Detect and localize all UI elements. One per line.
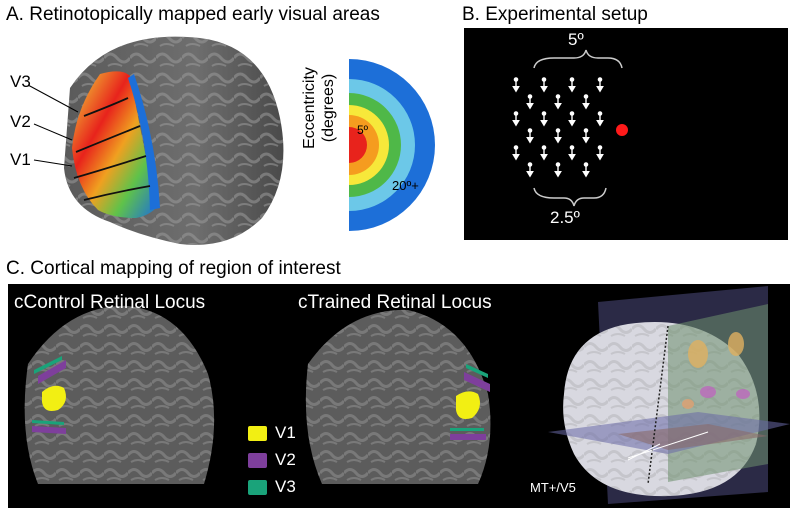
motion-dot [512, 145, 520, 161]
setup-svg [512, 49, 628, 207]
motion-dot [526, 94, 534, 110]
panel-a-figure: V3 V2 V1 Eccentricity (degrees) 5º 20º+ [0, 28, 455, 250]
area-label-v2: V2 [10, 112, 31, 131]
moving-dot-field [512, 77, 604, 178]
legend-swatch [248, 452, 267, 468]
ecc-axis-line2: (degrees) [320, 73, 337, 143]
legend-item-v3: V3 [248, 477, 296, 497]
motion-dot [512, 77, 520, 93]
motion-dot [554, 162, 562, 178]
fixation-dot [616, 124, 628, 136]
distance-label: 5º [568, 30, 584, 49]
legend-label: V2 [275, 450, 296, 469]
motion-dot [568, 111, 576, 127]
legend-label: V1 [275, 423, 296, 442]
motion-dot [568, 77, 576, 93]
motion-dot [554, 94, 562, 110]
3d-brain-render [548, 286, 790, 504]
ecc-outer-label: 20º+ [392, 178, 419, 193]
motion-dot [526, 162, 534, 178]
retinotopy-patch [72, 71, 156, 218]
ecc-inner-label: 5º [357, 123, 369, 137]
legend-swatch [248, 479, 267, 495]
motion-dot [582, 94, 590, 110]
panel-b-figure: 5º 2.5º [464, 28, 788, 240]
panel-b-title: B. Experimental setup [462, 4, 648, 25]
motion-dot [554, 128, 562, 144]
trained-locus-title: cTrained Retinal Locus [298, 292, 492, 313]
retinotopy-svg [27, 36, 435, 245]
mt-v5-label: MT+/V5 [530, 480, 576, 495]
motion-dot [540, 77, 548, 93]
stimulus-size-label: 2.5º [550, 208, 580, 227]
legend-label: V3 [275, 477, 296, 496]
panel-c-title: C. Cortical mapping of region of interes… [6, 258, 341, 279]
motion-dot [596, 145, 604, 161]
legend-swatch [248, 425, 267, 441]
eccentricity-axis-label: Eccentricity (degrees) [300, 48, 340, 168]
motion-dot [582, 128, 590, 144]
motion-dot [540, 111, 548, 127]
legend-item-v1: V1 [248, 423, 296, 443]
motion-dot [596, 77, 604, 93]
cortical-svg [24, 286, 790, 504]
motion-dot [540, 145, 548, 161]
motion-dot [526, 128, 534, 144]
motion-dot [512, 111, 520, 127]
eccentricity-legend [349, 59, 435, 231]
motion-dot [568, 145, 576, 161]
panel-c-figure: cControl Retinal Locus cTrained Retinal … [8, 284, 790, 508]
control-locus-title: cControl Retinal Locus [14, 292, 206, 313]
area-label-v3: V3 [10, 72, 31, 91]
panel-a-title: A. Retinotopically mapped early visual a… [6, 4, 380, 25]
ecc-axis-line1: Eccentricity [301, 67, 318, 149]
area-label-v1: V1 [10, 150, 31, 169]
motion-dot [582, 162, 590, 178]
legend-item-v2: V2 [248, 450, 296, 470]
motion-dot [596, 111, 604, 127]
